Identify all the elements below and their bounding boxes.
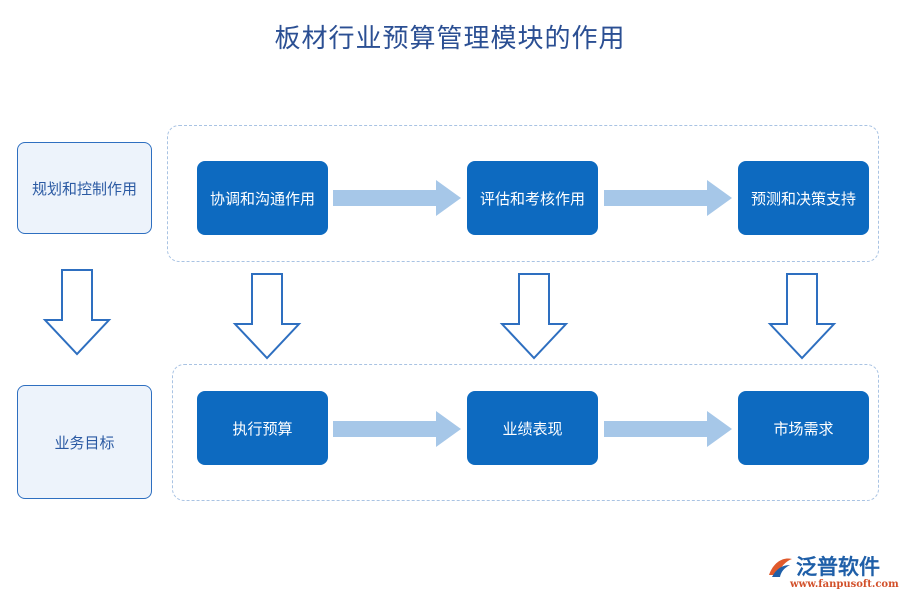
page-title: 板材行业预算管理模块的作用	[274, 24, 626, 54]
node-evaluation: 评估和考核作用	[467, 161, 598, 235]
brand-logo: 泛普软件 www.fanpusoft.com	[766, 551, 899, 595]
down-arrow-icon	[499, 273, 569, 360]
node-market-demand: 市场需求	[738, 391, 869, 465]
node-budget-execution: 执行预算	[197, 391, 328, 465]
node-coordination: 协调和沟通作用	[197, 161, 328, 235]
node-performance: 业绩表现	[467, 391, 598, 465]
side-box-business-goal: 业务目标	[17, 385, 152, 499]
row-2-group	[172, 364, 879, 501]
brand-url: www.fanpusoft.com	[790, 579, 899, 590]
brand-logo-icon	[769, 558, 792, 577]
down-arrow-icon	[232, 273, 302, 360]
right-arrow-icon	[333, 411, 461, 447]
right-arrow-icon	[604, 411, 732, 447]
right-arrow-icon	[604, 180, 732, 216]
right-arrow-icon	[333, 180, 461, 216]
down-arrow-icon	[42, 269, 112, 356]
side-box-planning-control: 规划和控制作用	[17, 142, 152, 234]
row-1-group	[167, 125, 879, 262]
down-arrow-icon	[767, 273, 837, 360]
brand-name: 泛普软件	[796, 555, 880, 579]
node-forecast-decision: 预测和决策支持	[738, 161, 869, 235]
